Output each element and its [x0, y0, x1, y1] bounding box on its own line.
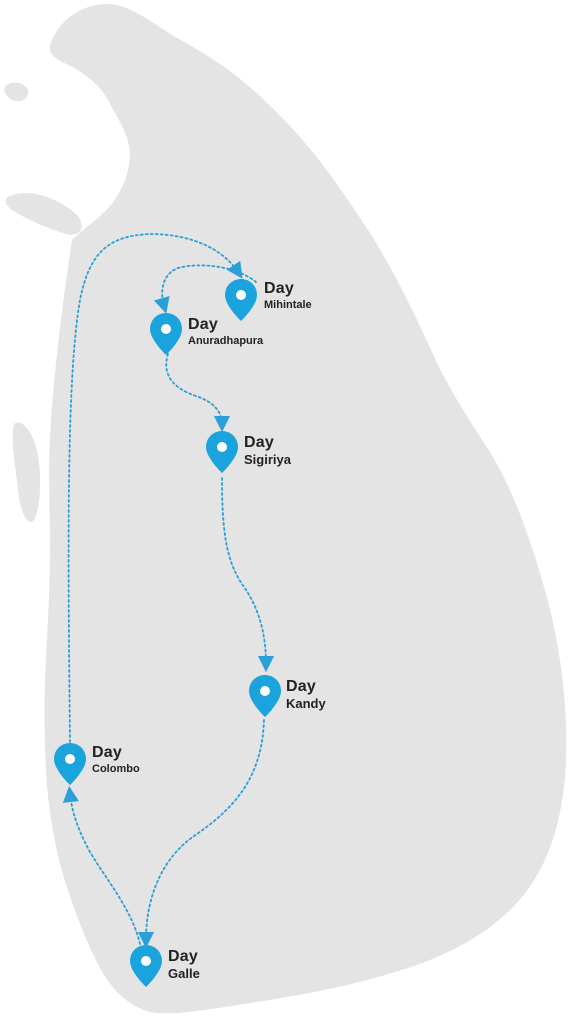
jaffna-islet	[56, 39, 85, 62]
route-kandy-to-galle	[137, 719, 265, 949]
kalpitiya-peninsula	[12, 422, 41, 523]
stop-label: Day Sigiriya	[244, 434, 291, 468]
map-pin-icon	[206, 431, 238, 473]
land-masses	[4, 3, 567, 1014]
route-colombo-to-mihintale	[67, 233, 243, 743]
stop-day-label: Day	[92, 744, 122, 761]
map-pin-icon	[249, 675, 281, 717]
stop-place-name: Anuradhapura	[188, 335, 264, 347]
stop-day-label: Day	[244, 434, 274, 451]
stop-place-name: Sigiriya	[244, 452, 291, 467]
stop-label: Day Kandy	[286, 678, 326, 712]
stop-place-name: Mihintale	[264, 299, 312, 311]
map-pin-icon	[150, 313, 182, 355]
stop-day-label: Day	[188, 316, 218, 333]
stop-day-label: Day	[168, 948, 198, 965]
route-anuradhapura-to-sigiriya	[165, 353, 231, 433]
route-sigiriya-to-kandy	[221, 477, 275, 673]
map-pin-icon	[130, 945, 162, 987]
stop-place-name: Kandy	[286, 696, 326, 711]
stop-place-name: Colombo	[92, 763, 140, 775]
stop-day-label: Day	[264, 280, 294, 297]
stop-label: Day Anuradhapura	[188, 316, 263, 348]
stop-label: Day Colombo	[92, 744, 140, 776]
stop-label: Day Galle	[168, 948, 200, 982]
route-galle-to-colombo	[62, 785, 141, 945]
delft-island	[4, 82, 29, 102]
route-mihintale-to-anuradhapura	[153, 264, 257, 314]
sri-lanka-mainland	[44, 3, 567, 1014]
map-pin-icon	[54, 743, 86, 785]
stop-day-label: Day	[286, 678, 316, 695]
stop-label: Day Mihintale	[264, 280, 312, 312]
mannar-island	[5, 193, 82, 235]
travel-route	[62, 233, 275, 949]
stop-place-name: Galle	[168, 966, 200, 981]
map-pin-icon	[225, 279, 257, 321]
